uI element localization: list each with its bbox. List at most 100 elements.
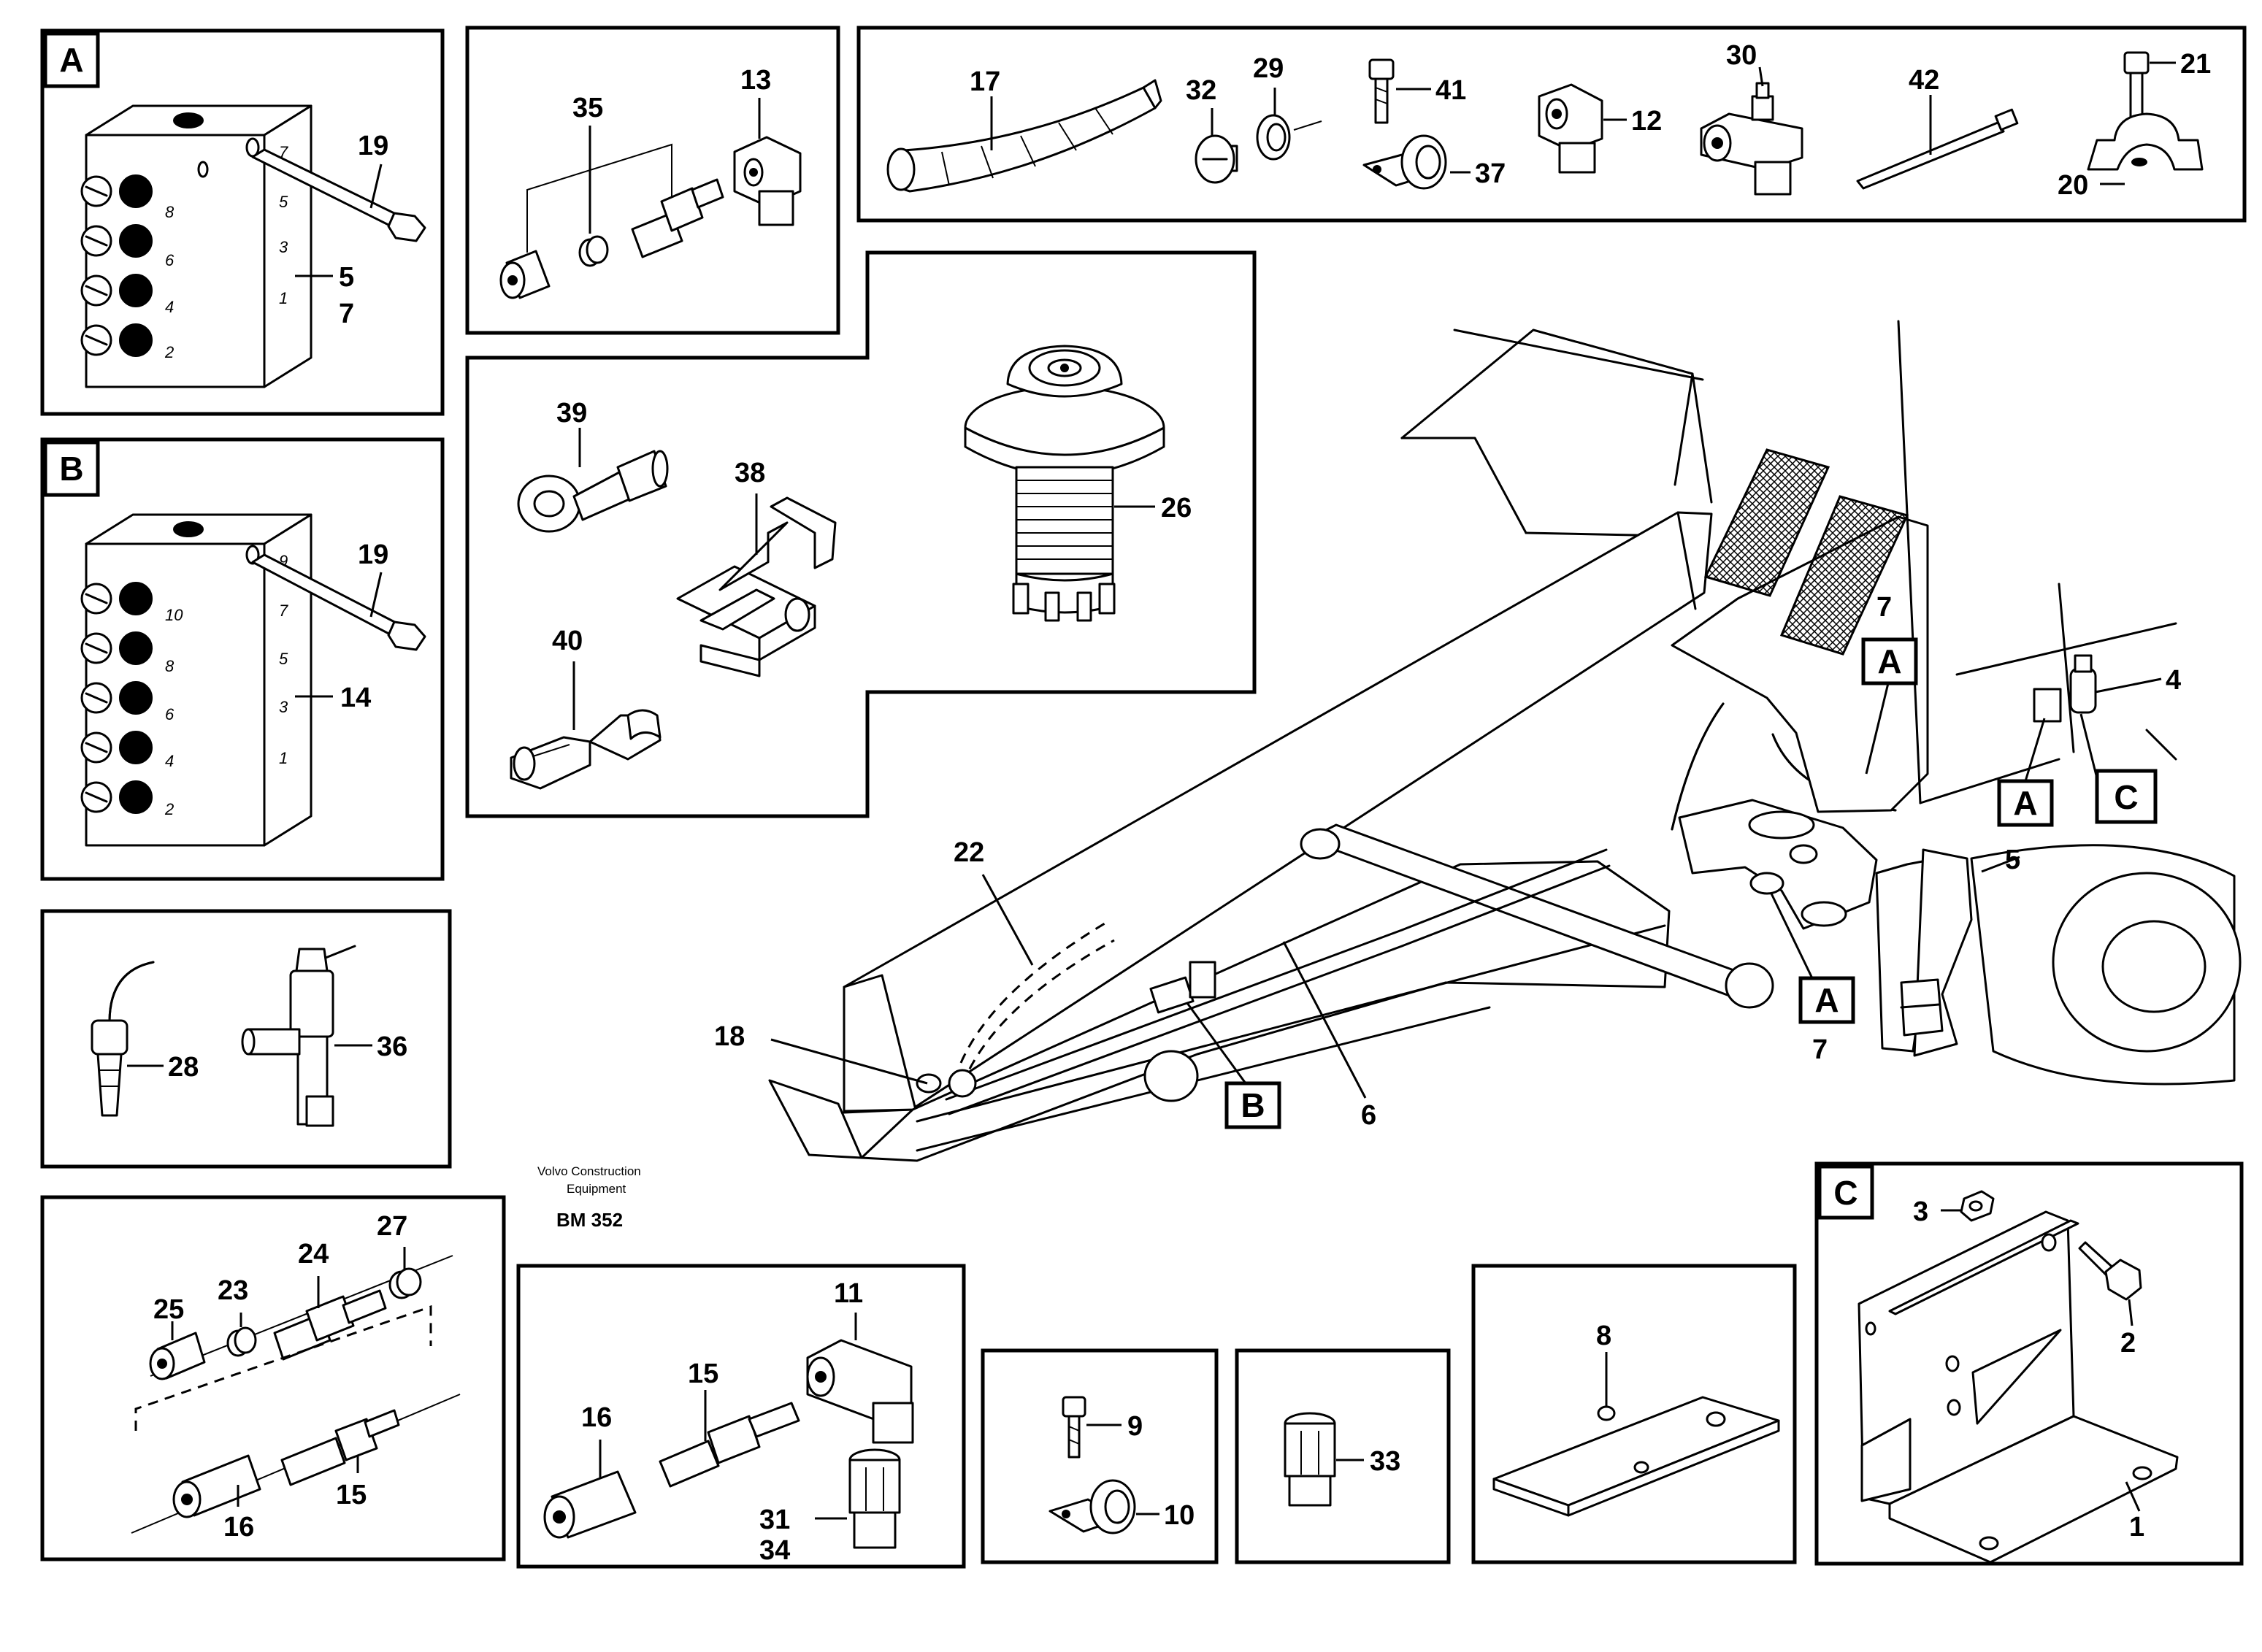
callout-19: 19 <box>358 131 388 161</box>
credit-code: BM 352 <box>556 1209 623 1231</box>
callout-16: 16 <box>581 1402 612 1433</box>
callout-5: 5 <box>2005 845 2020 875</box>
nut <box>543 1470 637 1539</box>
nut <box>499 250 551 299</box>
mounting-bracket <box>1857 1210 2179 1564</box>
detail-tag-c: C <box>2114 778 2138 816</box>
callout-28: 28 <box>168 1052 199 1083</box>
port-number: 4 <box>165 752 174 770</box>
sleeve <box>388 1267 422 1299</box>
union-fitting <box>273 1289 387 1361</box>
detail-panel-fittings: 35 13 <box>465 26 840 335</box>
callout-3: 3 <box>1913 1196 1928 1227</box>
callout-7: 7 <box>1812 1034 1828 1065</box>
distribution-block-8-port: 8 6 4 2 7 5 3 1 <box>80 104 313 388</box>
detail-tag-c-box <box>2095 769 2158 824</box>
cable-tie <box>1856 108 2019 190</box>
callout-25: 25 <box>153 1294 184 1325</box>
detail-panel-elbow-set: 11 15 16 31 34 <box>516 1264 966 1569</box>
plug <box>1195 134 1238 184</box>
callout-4: 4 <box>2166 665 2181 696</box>
ring <box>578 235 609 267</box>
port-number: 1 <box>279 749 288 767</box>
port-number: 2 <box>164 800 174 818</box>
nut <box>1960 1190 1995 1222</box>
port-number: 8 <box>165 657 175 675</box>
callout-41: 41 <box>1435 75 1466 106</box>
hose-clamp <box>1048 1479 1136 1534</box>
detail-tag-b: B <box>59 450 83 488</box>
ring-terminal <box>517 450 669 533</box>
callout-31: 31 <box>759 1505 790 1535</box>
callout-32: 32 <box>1186 75 1216 106</box>
detail-tag-a-box <box>1997 779 2054 827</box>
washer <box>1256 114 1322 161</box>
mounting-bolt <box>251 553 426 651</box>
port-number: 1 <box>279 289 288 307</box>
screw <box>1368 58 1395 124</box>
port-number: 2 <box>164 343 174 361</box>
port-number: 8 <box>165 203 175 221</box>
callout-18: 18 <box>714 1021 745 1052</box>
port-number: 5 <box>279 193 288 211</box>
callout-12: 12 <box>1631 106 1662 137</box>
detail-panel-couplings: 25 23 24 27 15 16 <box>40 1195 506 1561</box>
callout-8: 8 <box>1596 1321 1611 1351</box>
detail-tag-b-box <box>43 440 100 497</box>
detail-tag-a-box <box>1798 976 1855 1024</box>
callout-38: 38 <box>735 458 765 488</box>
hose-clamp <box>1362 134 1447 190</box>
elbow-fitting <box>733 136 802 226</box>
credit-line-1: Volvo Construction <box>537 1164 641 1178</box>
elbow-fitting <box>1538 83 1603 174</box>
adapter <box>848 1448 901 1549</box>
detail-tag-a-box <box>43 31 100 88</box>
detail-tag-b: B <box>1241 1086 1265 1124</box>
detail-panel-nipples: 28 36 <box>40 909 452 1169</box>
detail-tag-a: A <box>59 41 83 79</box>
adapter <box>1284 1412 1336 1507</box>
block-b-mount <box>1149 961 1216 1014</box>
callout-16: 16 <box>223 1512 254 1542</box>
screw <box>1062 1396 1086 1459</box>
spiral-hose-guard <box>886 79 1162 193</box>
callout-9: 9 <box>1127 1411 1143 1442</box>
splice-connector <box>676 496 837 677</box>
detail-tag-b-box <box>1224 1081 1281 1129</box>
callout-2: 2 <box>2120 1328 2136 1359</box>
callout-10: 10 <box>1164 1500 1195 1531</box>
flat-terminal <box>510 709 662 790</box>
main-assembly-view <box>768 320 2242 1162</box>
port-number: 5 <box>279 650 288 668</box>
detail-panel-a: A 8 6 4 2 7 5 3 1 <box>40 28 445 416</box>
detail-tag-c: C <box>1833 1174 1857 1212</box>
callout-22: 22 <box>954 837 984 868</box>
detail-panel-parts-strip: 17 32 29 41 37 <box>856 26 2247 223</box>
socket <box>964 345 1165 622</box>
callout-7: 7 <box>339 299 354 329</box>
callout-30: 30 <box>1726 40 1757 71</box>
detail-tag-a: A <box>2013 784 2037 822</box>
callout-21: 21 <box>2180 49 2211 80</box>
mounting-plate <box>1492 1396 1780 1517</box>
publisher-credit: Volvo Construction Equipment BM 352 <box>537 1164 641 1231</box>
callout-13: 13 <box>740 65 771 96</box>
threaded-nipple <box>280 1409 400 1486</box>
union <box>631 178 724 258</box>
callout-29: 29 <box>1253 53 1284 84</box>
port-number: 7 <box>279 602 288 620</box>
callout-14: 14 <box>340 683 371 713</box>
port-number: 10 <box>165 606 183 624</box>
callout-17: 17 <box>970 66 1000 97</box>
threaded-nipple <box>659 1402 800 1488</box>
callout-15: 15 <box>336 1480 367 1510</box>
callout-20: 20 <box>2058 170 2088 201</box>
detail-tag-a: A <box>1814 981 1839 1019</box>
callout-15: 15 <box>688 1359 718 1389</box>
grease-nipple-elbow <box>1700 82 1803 196</box>
callout-5: 5 <box>339 262 354 293</box>
detail-tag-a: A <box>1877 642 1901 680</box>
callout-19: 19 <box>358 539 388 570</box>
callout-11: 11 <box>834 1278 863 1309</box>
port-number: 3 <box>279 698 288 716</box>
